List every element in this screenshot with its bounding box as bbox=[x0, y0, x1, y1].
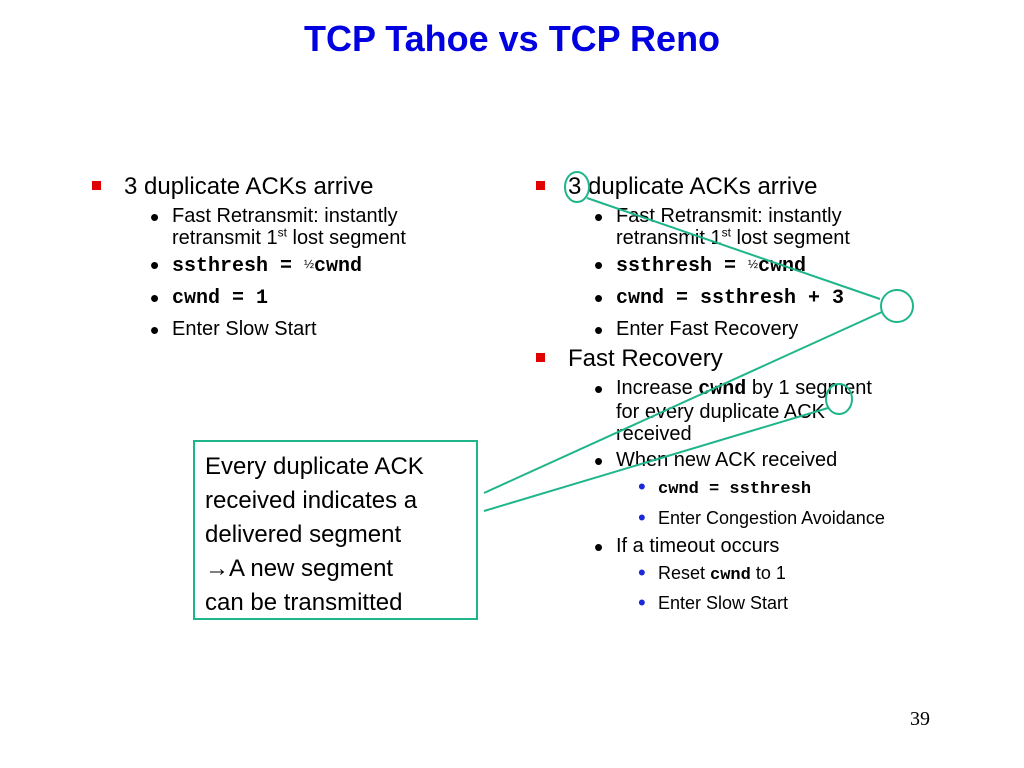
bullet-dot-icon: • bbox=[594, 250, 604, 280]
callout-line2: received indicates a bbox=[205, 487, 418, 514]
reno-enter-fr-text: Enter Fast Recovery bbox=[616, 318, 799, 340]
tahoe-slow-start: • Enter Slow Start bbox=[92, 315, 492, 345]
annotation-circle-1-increase bbox=[825, 383, 853, 415]
reno-heading: 3 duplicate ACKs arrive bbox=[536, 172, 976, 202]
tahoe-heading-text: 3 duplicate ACKs arrive bbox=[124, 173, 374, 200]
tahoe-heading: 3 duplicate ACKs arrive bbox=[92, 172, 492, 202]
callout-line3: delivered segment bbox=[205, 521, 402, 548]
tahoe-column: 3 duplicate ACKs arrive • Fast Retransmi… bbox=[92, 172, 492, 345]
connector-heading-to-cwnd bbox=[586, 197, 881, 300]
bullet-dot-icon: • bbox=[150, 250, 160, 280]
reno-reset-cwnd: cwnd bbox=[710, 566, 751, 585]
duplicate-ack-callout: Every duplicate ACK received indicates a… bbox=[193, 440, 478, 620]
bullet-dot-icon: • bbox=[594, 374, 604, 404]
reno-increase-line3: received bbox=[616, 423, 692, 445]
reno-increase-line2: for every duplicate ACK bbox=[616, 401, 825, 423]
reno-increase-cwnd: cwnd bbox=[698, 378, 747, 401]
blue-dot-bullet-icon: • bbox=[638, 560, 646, 585]
reno-timeout-text: If a timeout occurs bbox=[616, 535, 780, 557]
reno-cwnd-code: cwnd = ssthresh + bbox=[616, 287, 833, 310]
tahoe-half: ½ bbox=[304, 257, 315, 271]
annotation-circle-3-heading bbox=[564, 171, 590, 203]
reno-reset-text: Reset bbox=[658, 563, 711, 583]
bullet-dot-icon: • bbox=[150, 315, 160, 345]
reno-column: 3 duplicate ACKs arrive • Fast Retransmi… bbox=[536, 172, 976, 614]
tahoe-ssthresh-cwnd: cwnd bbox=[314, 255, 363, 278]
reno-fast-recovery-heading: Fast Recovery bbox=[536, 344, 976, 374]
reno-increase-by: by bbox=[746, 377, 779, 399]
callout-line5: can be transmitted bbox=[205, 589, 403, 616]
reno-increase-text: Increase bbox=[616, 377, 699, 399]
red-square-bullet-icon bbox=[92, 181, 101, 190]
reno-timeout-slow-start: • Enter Slow Start bbox=[536, 592, 976, 614]
tahoe-fr-line1: Fast Retransmit: instantly bbox=[172, 205, 398, 227]
red-square-bullet-icon bbox=[536, 181, 545, 190]
tahoe-cwnd-code: cwnd = 1 bbox=[172, 287, 269, 310]
reno-fr-line1: Fast Retransmit: instantly bbox=[616, 205, 842, 227]
blue-dot-bullet-icon: • bbox=[638, 505, 646, 530]
bullet-dot-icon: • bbox=[594, 315, 604, 345]
callout-line4: →A new segment bbox=[205, 552, 466, 586]
tahoe-cwnd: • cwnd = 1 bbox=[92, 283, 492, 313]
reno-increase-num: 1 bbox=[778, 377, 790, 399]
annotation-circle-3-cwnd bbox=[880, 289, 914, 323]
slide-title: TCP Tahoe vs TCP Reno bbox=[303, 18, 721, 59]
bullet-dot-icon: • bbox=[150, 283, 160, 313]
reno-reset-to: to 1 bbox=[750, 563, 786, 583]
tahoe-fr-sup: st bbox=[277, 225, 287, 240]
tahoe-ssthresh: • ssthresh = ½cwnd bbox=[92, 250, 492, 280]
reno-heading-num: 3 bbox=[568, 173, 582, 200]
reno-ssthresh-code: ssthresh = bbox=[616, 255, 749, 278]
reno-fast-recovery-text: Fast Recovery bbox=[568, 345, 723, 372]
callout-line4-text: A new segment bbox=[229, 555, 394, 582]
connector-cwnd-to-callout bbox=[483, 311, 883, 494]
reno-slow-start-text: Enter Slow Start bbox=[658, 593, 789, 613]
reno-cwnd-num: 3 bbox=[832, 287, 845, 310]
reno-heading-text: duplicate ACKs arrive bbox=[581, 173, 818, 200]
reno-timeout: • If a timeout occurs bbox=[536, 532, 976, 562]
reno-congestion-avoidance-text: Enter Congestion Avoidance bbox=[658, 508, 885, 528]
right-arrow-icon: → bbox=[205, 555, 229, 582]
bullet-dot-icon: • bbox=[594, 202, 604, 232]
bullet-dot-icon: • bbox=[594, 446, 604, 476]
reno-enter-fast-recovery: • Enter Fast Recovery bbox=[536, 315, 976, 345]
tahoe-fr-line2: retransmit 1 bbox=[172, 227, 278, 249]
tahoe-fast-retransmit: • Fast Retransmit: instantly retransmit … bbox=[92, 202, 492, 249]
red-square-bullet-icon bbox=[536, 353, 545, 362]
callout-line1: Every duplicate ACK bbox=[205, 453, 424, 480]
reno-increase: • Increase cwnd by 1 segment for every d… bbox=[536, 374, 976, 445]
tahoe-ssthresh-code: ssthresh = bbox=[172, 255, 305, 278]
reno-fr-line2-end: lost segment bbox=[730, 227, 850, 249]
blue-dot-bullet-icon: • bbox=[638, 590, 646, 615]
page-number: 39 bbox=[910, 708, 930, 730]
reno-increase-segment: segment bbox=[789, 377, 872, 399]
reno-new-ack-cwnd-code: cwnd = ssthresh bbox=[658, 480, 812, 499]
tahoe-fr-line2-end: lost segment bbox=[286, 227, 406, 249]
bullet-dot-icon: • bbox=[594, 283, 604, 313]
reno-new-ack-cwnd: • cwnd = ssthresh bbox=[536, 476, 976, 501]
reno-cwnd: • cwnd = ssthresh + 3 bbox=[536, 283, 976, 313]
bullet-dot-icon: • bbox=[594, 532, 604, 562]
bullet-dot-icon: • bbox=[150, 202, 160, 232]
reno-new-ack-ca: • Enter Congestion Avoidance bbox=[536, 507, 976, 529]
reno-timeout-reset: • Reset cwnd to 1 bbox=[536, 562, 976, 587]
reno-fast-retransmit: • Fast Retransmit: instantly retransmit … bbox=[536, 202, 976, 249]
reno-half: ½ bbox=[748, 257, 759, 271]
connector-increase-to-callout bbox=[483, 407, 829, 512]
reno-fr-line2: retransmit 1 bbox=[616, 227, 722, 249]
tahoe-slow-start-text: Enter Slow Start bbox=[172, 318, 317, 340]
reno-fr-sup: st bbox=[721, 225, 731, 240]
blue-dot-bullet-icon: • bbox=[638, 474, 646, 499]
